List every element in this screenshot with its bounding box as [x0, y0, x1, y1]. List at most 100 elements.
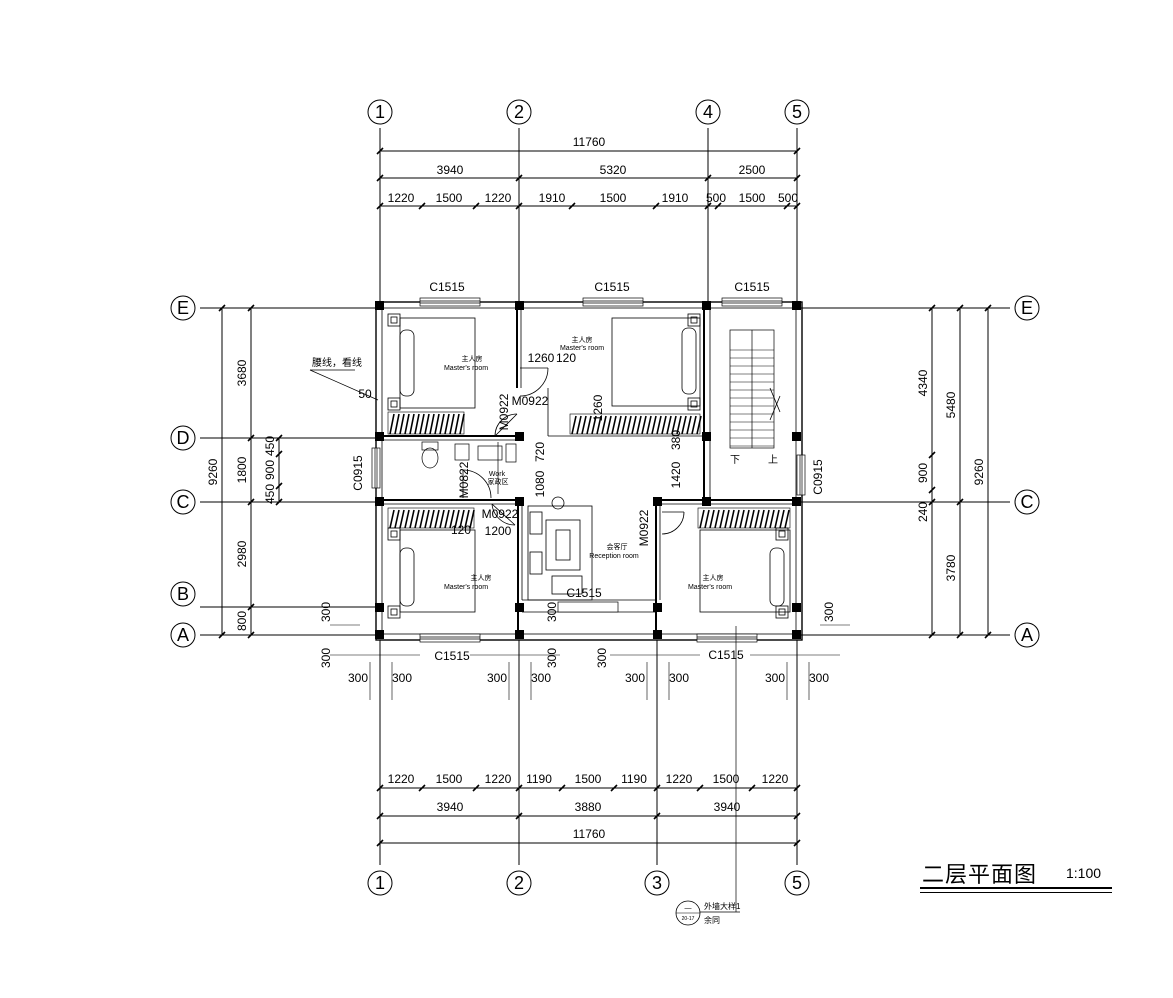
- dim-bottom-detail-4: 1500: [575, 772, 602, 786]
- work-label-cn: 家政区: [488, 477, 509, 486]
- dim-bottom-detail-0: 1220: [388, 772, 415, 786]
- dim-1420: 1420: [669, 461, 683, 488]
- axis-right-C-circle: [1014, 489, 1040, 515]
- dim-top-detail-1: 1500: [436, 191, 463, 205]
- dim-720: 720: [533, 442, 547, 462]
- callout-bottom: 20-17: [682, 916, 695, 922]
- door-label-work: M0822: [457, 461, 471, 498]
- axis-bottom-2: 2: [514, 873, 524, 893]
- dim-pier-4: 300: [625, 671, 645, 685]
- dim-pier-1: 300: [392, 671, 412, 685]
- dim-pier-v-3: 300: [545, 648, 559, 668]
- dim-bottom-detail-5: 1190: [621, 772, 647, 786]
- dim-pier-v-0: 300: [319, 602, 333, 622]
- axis-top-2-circle: [506, 99, 532, 125]
- axis-bottom-1-circle: [367, 870, 393, 896]
- axis-top-1: 1: [375, 102, 385, 122]
- dim-left-inner-0: 3680: [235, 359, 249, 386]
- room-label-cn-3: 主人房: [471, 573, 492, 582]
- dim-left-inner-2: 2980: [235, 540, 249, 567]
- axis-top-4-circle: [695, 99, 721, 125]
- dim-right-inner-0: 4340: [916, 369, 930, 396]
- dim-pier-0: 300: [348, 671, 368, 685]
- axis-left-B-circle: [170, 581, 196, 607]
- axis-top-1-circle: [367, 99, 393, 125]
- dim-bottom-detail-1: 1500: [436, 772, 463, 786]
- title-underline-thin: [920, 892, 1112, 893]
- dim-120b: 120: [451, 523, 471, 537]
- dim-left-small-1: 900: [263, 460, 277, 480]
- room-label-en-1: Master's room: [444, 365, 488, 372]
- dim-bottom-detail-2: 1220: [485, 772, 512, 786]
- room-label-en-2: Master's room: [560, 345, 604, 352]
- work-label-en: Work: [489, 471, 506, 478]
- dim-left-small-2: 450: [263, 484, 277, 504]
- dim-right-mid-0: 5480: [944, 391, 958, 418]
- axis-top-5-circle: [784, 99, 810, 125]
- dim-1200: 1200: [485, 524, 512, 538]
- window-label-left: C0915: [351, 455, 365, 491]
- dim-bottom-mid-2: 3940: [714, 800, 741, 814]
- dim-top-mid-2: 2500: [739, 163, 766, 177]
- reception-label-cn: 会客厅: [607, 542, 628, 551]
- dim-pier-v-5: 300: [822, 602, 836, 622]
- dim-pier-3: 300: [531, 671, 551, 685]
- dim-top-detail-8: 500: [778, 191, 798, 205]
- drawing-scale: 1:100: [1066, 865, 1102, 881]
- dim-left-inner-3: 800: [235, 611, 249, 631]
- axis-left-C: C: [177, 492, 190, 512]
- drawing-title: 二层平面图: [922, 863, 1038, 888]
- axis-bottom-5-circle: [784, 870, 810, 896]
- window-label-right: C0915: [811, 459, 825, 495]
- callout-text1: 外墙大样1: [704, 901, 741, 911]
- axis-right-C: C: [1021, 492, 1034, 512]
- dim-top-detail-2: 1220: [485, 191, 512, 205]
- room-label-en-4: Master's room: [688, 584, 732, 591]
- dim-bottom-detail-8: 1220: [762, 772, 789, 786]
- door-label-2: M0922: [497, 393, 511, 430]
- room-label-cn-2: 主人房: [572, 335, 593, 344]
- dim-50: 50: [358, 387, 372, 401]
- dim-bottom-detail-3: 1190: [526, 772, 552, 786]
- dim-bottom-detail-6: 1220: [666, 772, 693, 786]
- dim-top-detail-4: 1500: [600, 191, 627, 205]
- axis-left-E-circle: [170, 295, 196, 321]
- axis-top-4: 4: [703, 102, 713, 122]
- dim-right-inner-1: 900: [916, 463, 930, 483]
- dim-top-detail-5: 1910: [662, 191, 689, 205]
- dim-top-total: 11760: [573, 135, 606, 149]
- axis-right-A-circle: [1014, 622, 1040, 648]
- door-label-3: M0922: [482, 507, 519, 521]
- dim-bottom-total: 11760: [573, 827, 606, 841]
- axis-bottom-5: 5: [792, 873, 802, 893]
- window-label-bottom-2: C1515: [708, 648, 744, 662]
- room-label-cn-1: 主人房: [462, 354, 483, 363]
- dim-380: 380: [669, 430, 683, 450]
- axis-bottom-2-circle: [506, 870, 532, 896]
- dim-top-mid-1: 5320: [600, 163, 627, 177]
- dim-pier-v-2: 300: [545, 602, 559, 622]
- dim-top-detail-7: 1500: [739, 191, 766, 205]
- dim-left-outer: 9260: [206, 458, 220, 485]
- dim-pier-5: 300: [669, 671, 689, 685]
- dim-bottom-mid-0: 3940: [437, 800, 464, 814]
- axis-right-E-circle: [1014, 295, 1040, 321]
- axis-bottom-3: 3: [652, 873, 662, 893]
- waist-line-note: 腰线，看线: [312, 356, 362, 369]
- dim-top-detail-0: 1220: [388, 191, 415, 205]
- callout-top: —: [685, 905, 692, 912]
- axis-top-5: 5: [792, 102, 802, 122]
- dim-pier-2: 300: [487, 671, 507, 685]
- door-label-1: M0922: [512, 394, 549, 408]
- axis-bottom-3-circle: [644, 870, 670, 896]
- dim-120: 120: [556, 351, 576, 365]
- room-label-en-3: Master's room: [444, 584, 488, 591]
- axis-right-A: A: [1021, 625, 1033, 645]
- window-label-top-2: C1515: [594, 280, 630, 294]
- dim-1260-v: 1260: [591, 394, 605, 421]
- dim-pier-7: 300: [809, 671, 829, 685]
- axis-top-2: 2: [514, 102, 524, 122]
- stair-up-label: 上: [768, 454, 778, 466]
- window-label-top-1: C1515: [429, 280, 465, 294]
